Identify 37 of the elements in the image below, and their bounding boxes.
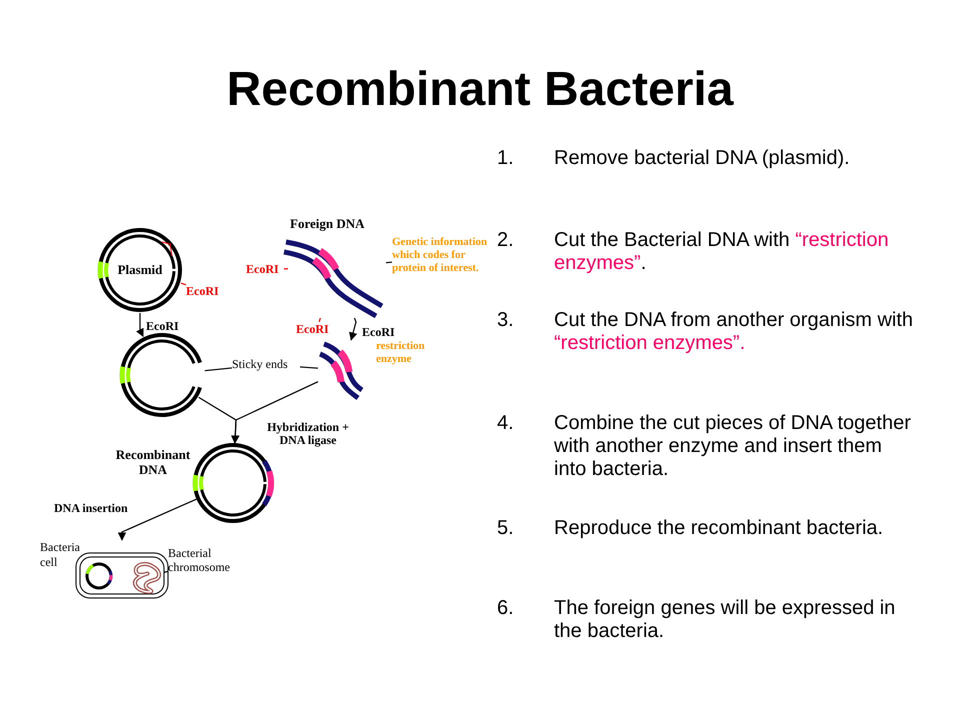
leader-line [386,262,392,264]
annotation-text: Bacteria cell [40,540,81,570]
node-heading: Plasmid [116,262,164,277]
enzyme-label: EcoRI [186,284,228,298]
annotation-text: Bacterial chromosome [168,546,244,574]
annotation-text: Sticky ends [232,357,300,371]
list-item: Reproduce the recombinant bacteria. [554,517,884,540]
arrow [136,313,144,338]
list-number: 1. [497,147,514,170]
list-item: Cut the DNA from another organism with “restriction enzymes”. [554,309,914,355]
list-item: The foreign genes will be expressed in the bacteria. [554,597,896,643]
edge-label: DNA insertion [54,502,128,515]
edge-label: EcoRI [362,326,395,339]
leader-line [164,570,168,573]
list-item: Combine the cut pieces of DNA together with another enzyme and insert them into bacteria. [554,412,912,481]
node-heading: Recombinant DNA [114,447,192,477]
leader-line [180,282,186,286]
title: Recombinant Bacteria [226,62,735,117]
leader-line [204,367,232,372]
enzyme-label: EcoRI [246,262,288,276]
list-item: Remove bacterial DNA (plasmid). [554,147,851,170]
node-heading: Foreign DNA [290,216,366,231]
arrow [118,498,197,541]
leader-line [284,268,288,270]
arrow [231,381,318,444]
list-number: 2. [497,229,514,252]
leader-line [300,366,318,369]
list-item: Cut the Bacterial DNA with “restriction enzymes”. [554,229,890,275]
edge-label: EcoRI [146,320,179,333]
list-number: 4. [497,412,514,435]
arrow [349,318,358,341]
annotation-text: Genetic information which codes for protein of interest. [392,236,492,275]
enzyme-label: EcoRI [296,322,338,336]
list-number: 5. [497,517,514,540]
list-number: 3. [497,309,514,332]
list-number: 6. [497,597,514,620]
leader-line [318,318,321,322]
